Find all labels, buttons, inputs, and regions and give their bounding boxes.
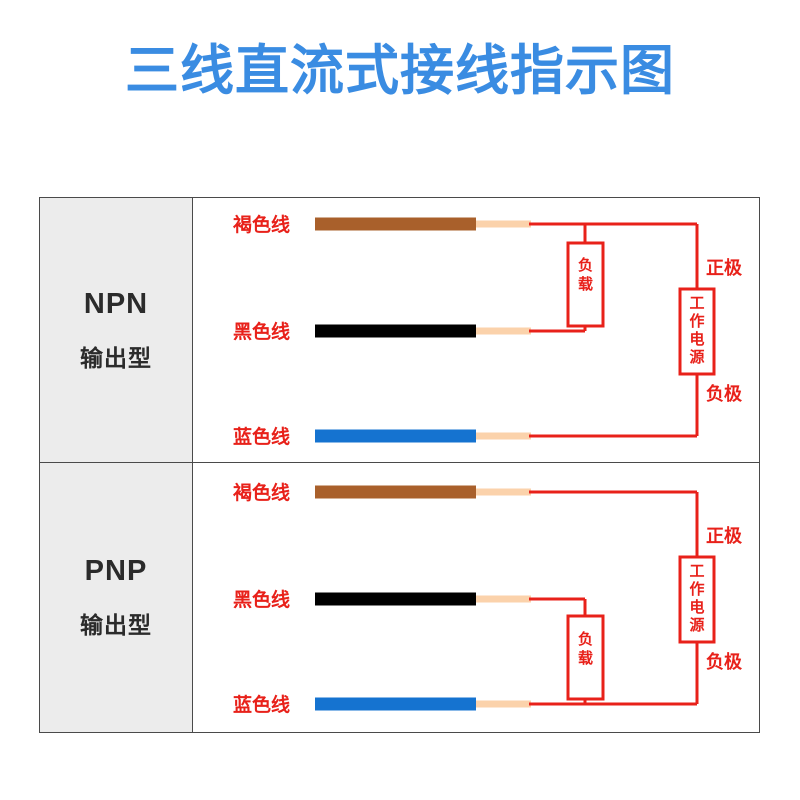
polarity-negative-npn: 负极 <box>706 383 743 404</box>
power-supply-label-3-npn: 电 <box>689 330 704 348</box>
wire-label-brown-pnp: 褐色线 <box>232 481 290 504</box>
load-box-label2-npn: 载 <box>578 275 593 293</box>
diagram-frame <box>39 197 760 733</box>
circuit-diagram-pnp: 工 作 电 源 负 载 褐色线 黑色线 蓝色线 正极 负极 <box>193 463 759 732</box>
row-label-npn-sub: 输出型 <box>80 344 152 371</box>
row-divider <box>39 462 760 463</box>
load-box-label2-pnp: 载 <box>578 649 593 667</box>
polarity-positive-npn: 正极 <box>706 258 743 278</box>
polarity-negative-pnp: 负极 <box>706 651 743 672</box>
load-box-pnp <box>566 614 605 701</box>
power-supply-label-3-pnp: 电 <box>689 598 704 616</box>
wire-label-blue-pnp: 蓝色线 <box>233 693 290 716</box>
power-supply-label-2-pnp: 作 <box>689 580 704 598</box>
power-supply-label-4-pnp: 源 <box>689 616 704 634</box>
load-box-npn <box>566 241 605 328</box>
circuit-diagram-npn: 负 载 工 作 电 源 褐色线 黑色线 蓝色线 正极 负极 <box>193 198 759 462</box>
row-label-npn: NPN 输出型 <box>40 198 192 462</box>
power-supply-label-2-npn: 作 <box>689 312 704 330</box>
row-label-pnp-main: PNP <box>84 555 148 587</box>
polarity-positive-pnp: 正极 <box>706 526 743 546</box>
wire-label-black-pnp: 黑色线 <box>233 588 290 611</box>
row-label-npn-main: NPN <box>83 287 149 320</box>
power-supply-label-1-pnp: 工 <box>689 563 704 580</box>
row-label-pnp-sub: 输出型 <box>80 612 152 638</box>
wire-label-blue-npn: 蓝色线 <box>233 425 290 448</box>
power-supply-label-4-npn: 源 <box>689 348 704 366</box>
power-supply-box-pnp <box>678 555 716 644</box>
power-supply-label-1-npn: 工 <box>689 295 704 312</box>
page-title: 三线直流式接线指示图 <box>125 41 675 101</box>
load-box-label-npn: 负 <box>578 256 593 274</box>
wire-label-brown-npn: 褐色线 <box>232 213 290 236</box>
load-box-label-pnp: 负 <box>578 630 593 648</box>
wire-label-black-npn: 黑色线 <box>233 320 290 343</box>
row-label-pnp: PNP 输出型 <box>40 463 192 732</box>
column-divider <box>192 197 193 733</box>
